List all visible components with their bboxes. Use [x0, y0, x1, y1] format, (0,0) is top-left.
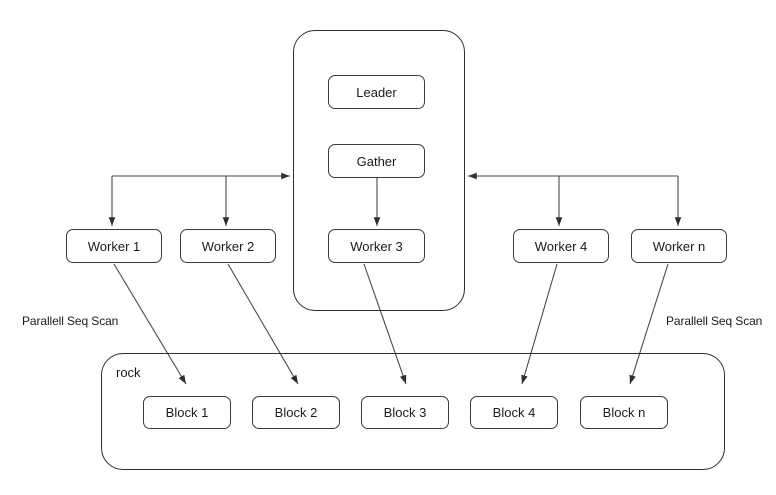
node-worker-n-label: Worker n: [652, 238, 706, 254]
node-worker-4-label: Worker 4: [534, 238, 588, 254]
annotation-left-parallel-seq-scan: Parallell Seq Scan: [22, 314, 119, 328]
node-block-4-label: Block 4: [492, 405, 536, 420]
coordinator-group: [293, 30, 465, 311]
node-worker-4[interactable]: Worker 4: [513, 229, 609, 263]
node-worker-1-label: Worker 1: [87, 238, 141, 254]
node-block-4[interactable]: Block 4: [470, 396, 558, 429]
node-block-n-label: Block n: [602, 405, 646, 420]
node-worker-n[interactable]: Worker n: [631, 229, 727, 263]
node-gather-label: Gather: [356, 153, 397, 169]
node-block-n[interactable]: Block n: [580, 396, 668, 429]
node-block-2-label: Block 2: [274, 405, 318, 420]
annotation-right-parallel-seq-scan: Parallell Seq Scan: [666, 314, 763, 328]
edge-bus-left: [108, 172, 290, 226]
relation-group-label: rock: [116, 365, 141, 380]
node-block-1[interactable]: Block 1: [143, 396, 231, 429]
node-worker-3[interactable]: Worker 3: [328, 229, 425, 263]
node-gather[interactable]: Gather: [328, 144, 425, 178]
node-block-1-label: Block 1: [165, 405, 209, 420]
edge-bus-right: [468, 172, 682, 226]
node-block-2[interactable]: Block 2: [252, 396, 340, 429]
node-worker-2-label: Worker 2: [201, 238, 255, 254]
node-leader-label: Leader: [356, 84, 397, 100]
node-leader[interactable]: Leader: [328, 75, 425, 109]
relation-group: [101, 353, 725, 470]
node-block-3[interactable]: Block 3: [361, 396, 449, 429]
node-block-3-label: Block 3: [383, 405, 427, 420]
node-worker-1[interactable]: Worker 1: [66, 229, 162, 263]
node-worker-2[interactable]: Worker 2: [180, 229, 276, 263]
node-worker-3-label: Worker 3: [350, 238, 403, 254]
